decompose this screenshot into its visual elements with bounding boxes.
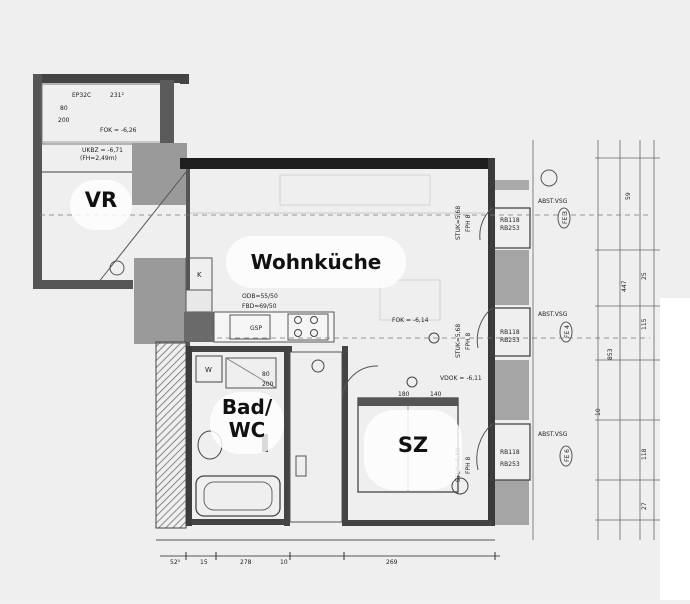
ann-vr-top-b: 200 bbox=[58, 117, 70, 124]
ann-sz-180: 180 bbox=[398, 391, 410, 398]
ann-sz-rb1: RB118 bbox=[500, 449, 520, 456]
ann-wk-fph2: FPH 8 bbox=[465, 333, 472, 350]
ann-wk-rb1b: RB253 bbox=[500, 225, 520, 232]
ann-bottom-b: 15 bbox=[200, 559, 208, 566]
ann-vr-top-a: 80 bbox=[60, 105, 68, 112]
room-label-wohnkueche: Wohnküche bbox=[226, 236, 406, 288]
ann-wk-rb1: RB118 bbox=[500, 217, 520, 224]
ann-fe-1: FE 3 bbox=[562, 211, 569, 224]
ann-sz-rb2: RB253 bbox=[500, 461, 520, 468]
room-label-bad-wc: Bad/ WC bbox=[210, 392, 284, 454]
ann-right-447: 447 bbox=[621, 280, 628, 292]
ann-ep: EP32C bbox=[72, 92, 91, 99]
ann-sz-fph: FPH 8 bbox=[465, 457, 472, 474]
bad-label-line2: WC bbox=[228, 418, 266, 442]
ann-fe-2: FE 4 bbox=[564, 325, 571, 338]
ann-vr-ukbz: UKBZ = -6,71 bbox=[82, 147, 123, 154]
ann-bottom-c: 278 bbox=[240, 559, 252, 566]
ann-abst-1: ABST.VSG bbox=[538, 198, 568, 205]
ann-right-27: 27 bbox=[641, 502, 648, 510]
ann-wk-fph: FPH 8 bbox=[465, 215, 472, 232]
ann-bad-80: 80 bbox=[262, 371, 270, 378]
ann-right-853: 853 bbox=[607, 348, 614, 360]
ann-vr-fok: FOK = -6,26 bbox=[100, 127, 137, 134]
ann-wk-fok: FOK = -6,14 bbox=[392, 317, 429, 324]
vr-room bbox=[33, 74, 189, 344]
ann-sz-140: 140 bbox=[430, 391, 442, 398]
ann-bottom-e: 269 bbox=[386, 559, 398, 566]
room-label-sz: SZ bbox=[364, 410, 462, 490]
right-dimensions bbox=[532, 140, 660, 540]
ann-right-25: 25 bbox=[641, 272, 648, 280]
ann-wk-stuk2: STUK=5,68 bbox=[455, 324, 462, 358]
room-label-vr: VR bbox=[70, 180, 132, 230]
ann-kitchen-odb: ODB=55/50 bbox=[242, 293, 278, 300]
ann-kitchen-k: K bbox=[197, 271, 202, 279]
ann-right-115: 115 bbox=[641, 318, 648, 330]
ann-kitchen-gsp: GSP bbox=[250, 325, 262, 332]
ann-wk-stuk1: STUK=5,68 bbox=[455, 206, 462, 240]
bottom-dimensions bbox=[156, 539, 500, 560]
wohnkueche-room bbox=[40, 158, 650, 526]
ann-bad-w: W bbox=[205, 366, 212, 374]
ann-wk-rb2b: RB253 bbox=[500, 337, 520, 344]
ann-bad-200: 200 bbox=[262, 381, 274, 388]
ann-abst-2: ABST.VSG bbox=[538, 311, 568, 318]
ann-sz-vdok: VDOK = -6,11 bbox=[440, 375, 482, 382]
ann-right-118: 118 bbox=[641, 448, 648, 460]
ann-wk-rb2: RB118 bbox=[500, 329, 520, 336]
ann-vr-fh: (FH=2,49m) bbox=[80, 155, 117, 162]
ann-ep-num: 231² bbox=[110, 92, 124, 99]
ann-fe-3: FE 6 bbox=[564, 449, 571, 462]
ann-abst-3: ABST.VSG bbox=[538, 431, 568, 438]
paper-edge bbox=[660, 298, 690, 600]
ann-bottom-a: 52⁵ bbox=[170, 559, 181, 566]
bad-wc-room bbox=[155, 341, 343, 529]
ann-bottom-d: 10 bbox=[280, 559, 288, 566]
bad-label-line1: Bad/ bbox=[221, 395, 273, 419]
ann-right-10: 10 bbox=[595, 408, 602, 416]
ann-kitchen-fbd: FBD=69/50 bbox=[242, 303, 277, 310]
ann-right-59: 59 bbox=[625, 192, 632, 200]
